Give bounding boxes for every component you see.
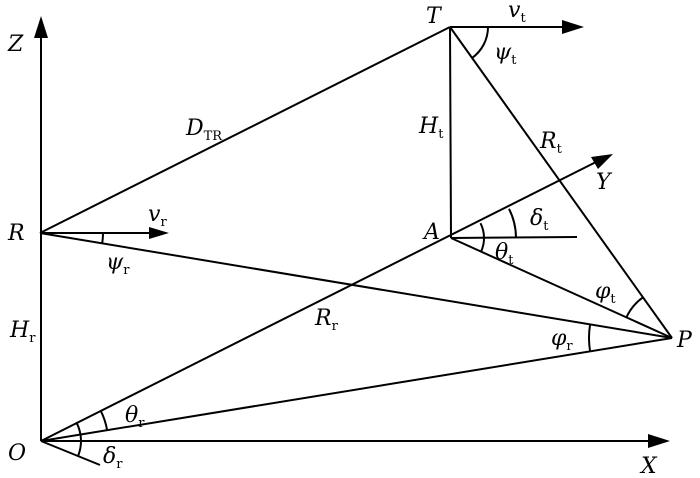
label-deltat: δt bbox=[530, 206, 549, 234]
axis-z-label: Z bbox=[8, 32, 24, 57]
label-hr: Hr bbox=[10, 318, 36, 346]
line-op bbox=[40, 337, 673, 442]
line-a-ref bbox=[450, 236, 578, 239]
line-tp bbox=[449, 26, 673, 339]
label-phir: φr bbox=[551, 326, 573, 354]
point-a-label: A bbox=[424, 220, 440, 245]
axis-x-label: X bbox=[641, 454, 657, 478]
label-ht: Ht bbox=[419, 114, 444, 142]
arc-psit bbox=[471, 26, 489, 59]
line-o-ref bbox=[40, 440, 101, 466]
label-vr: vr bbox=[148, 202, 167, 230]
point-o-label: O bbox=[8, 441, 27, 466]
arc-deltar bbox=[75, 422, 82, 457]
arc-deltat bbox=[508, 208, 517, 239]
label-thetat: θt bbox=[495, 240, 514, 268]
label-thetar: θr bbox=[125, 403, 145, 431]
label-rr: Rr bbox=[315, 306, 338, 334]
line-ap bbox=[450, 237, 673, 339]
point-r-label: R bbox=[8, 221, 25, 246]
label-rt: Rt bbox=[540, 129, 562, 157]
arc-psir bbox=[101, 232, 105, 244]
axis-y-label: Y bbox=[596, 170, 611, 195]
label-deltar: δr bbox=[103, 444, 123, 472]
arc-thetar bbox=[99, 410, 109, 431]
line-rp bbox=[39, 232, 673, 339]
point-p-label: P bbox=[677, 328, 692, 353]
arc-phir bbox=[587, 324, 592, 352]
z-arrowhead bbox=[34, 16, 48, 38]
y-arrowhead bbox=[591, 154, 613, 169]
vt-arrowhead bbox=[562, 20, 584, 34]
arc-phit bbox=[625, 296, 644, 318]
line-rt bbox=[39, 26, 451, 234]
y-axis bbox=[40, 159, 601, 442]
label-phit: φt bbox=[595, 279, 616, 307]
point-t-label: T bbox=[426, 4, 441, 29]
label-vt: vt bbox=[508, 0, 526, 26]
arc-thetat bbox=[479, 222, 485, 253]
line-ta bbox=[449, 26, 452, 239]
label-dtr: DTR bbox=[186, 116, 223, 144]
label-psir: ψr bbox=[106, 250, 130, 278]
label-psit: ψt bbox=[494, 40, 517, 68]
x-arrowhead bbox=[648, 434, 670, 448]
vr-arrowhead bbox=[149, 227, 169, 239]
